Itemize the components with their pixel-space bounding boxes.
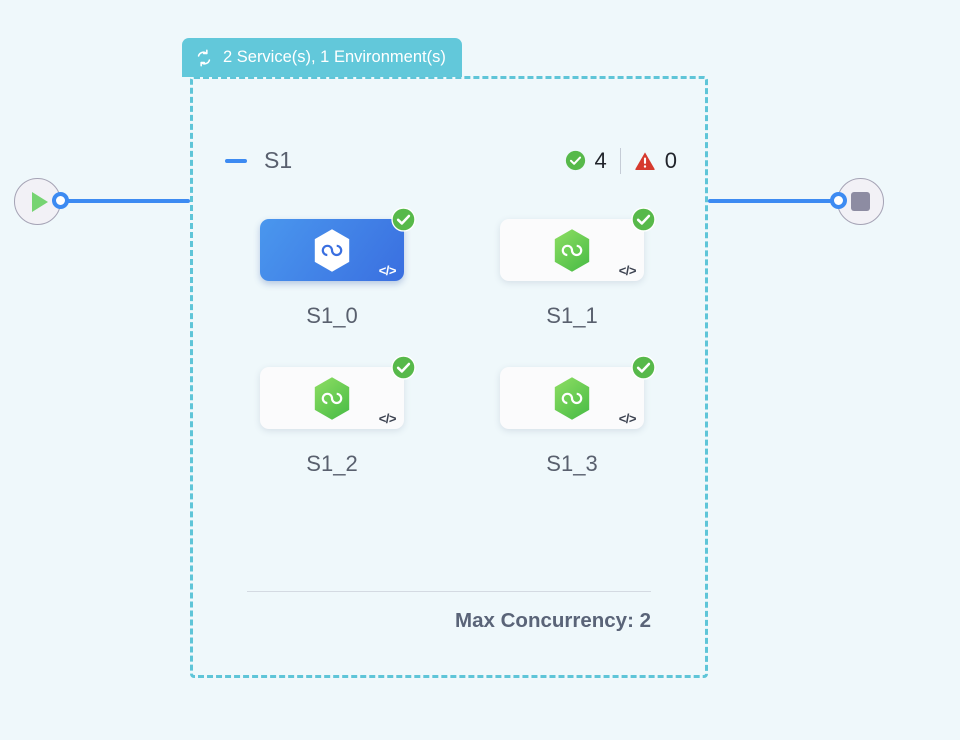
node-label: S1_0 (306, 303, 358, 328)
success-count: 4 (594, 147, 607, 173)
service-group: 2 Service(s), 1 Environment(s) S1 (182, 38, 708, 678)
check-circle-icon (391, 207, 416, 232)
node-s1-2[interactable]: </> S1_2 (260, 355, 416, 477)
node-s1-1[interactable]: </> S1_1 (500, 207, 656, 329)
stats-divider (619, 147, 621, 174)
group-body: S1 4 (190, 76, 708, 678)
code-icon[interactable]: </> (378, 411, 397, 426)
loop-icon (194, 48, 214, 68)
node-card[interactable]: </> (500, 355, 656, 429)
section-header-left: S1 (225, 147, 292, 174)
section-stats: 4 0 (565, 147, 677, 174)
play-icon (31, 191, 48, 212)
node-label: S1_1 (546, 303, 598, 328)
warning-triangle-icon (634, 150, 656, 172)
group-header-label: 2 Service(s), 1 Environment(s) (223, 48, 446, 66)
hexagon-loop-icon (552, 376, 592, 421)
success-stat: 4 (565, 148, 607, 174)
group-header-tab[interactable]: 2 Service(s), 1 Environment(s) (182, 38, 462, 77)
warning-stat: 0 (634, 148, 677, 174)
start-node-output-port[interactable] (52, 192, 69, 209)
node-card[interactable]: </> (260, 207, 416, 281)
node-s1-3[interactable]: </> S1_3 (500, 355, 656, 477)
node-card[interactable]: </> (500, 207, 656, 281)
hexagon-loop-icon (312, 376, 352, 421)
code-icon[interactable]: </> (378, 263, 397, 278)
warning-count: 0 (664, 147, 677, 173)
check-circle-icon (631, 207, 656, 232)
end-node-input-port[interactable] (830, 192, 847, 209)
node-row: </> S1_2 (193, 355, 705, 477)
node-label: S1_3 (546, 451, 598, 476)
footer-divider (247, 591, 651, 592)
check-circle-icon (565, 150, 586, 171)
node-card[interactable]: </> (260, 355, 416, 429)
hexagon-loop-icon (552, 228, 592, 273)
hexagon-loop-icon (312, 228, 352, 273)
node-label: S1_2 (306, 451, 358, 476)
edge-start-to-group[interactable] (64, 199, 190, 203)
code-icon[interactable]: </> (618, 411, 637, 426)
section-title: S1 (264, 147, 293, 173)
max-concurrency-label: Max Concurrency: 2 (455, 609, 651, 632)
code-icon[interactable]: </> (618, 263, 637, 278)
section-header: S1 4 (225, 147, 677, 174)
stop-icon (851, 192, 870, 211)
group-footer: Max Concurrency: 2 (247, 591, 651, 633)
check-circle-icon (631, 355, 656, 380)
minus-icon[interactable] (225, 158, 247, 163)
edge-group-to-end[interactable] (708, 199, 840, 203)
check-circle-icon (391, 355, 416, 380)
node-s1-0[interactable]: </> S1_0 (260, 207, 416, 329)
node-grid: </> S1_0 (193, 207, 705, 515)
node-row: </> S1_0 (193, 207, 705, 329)
